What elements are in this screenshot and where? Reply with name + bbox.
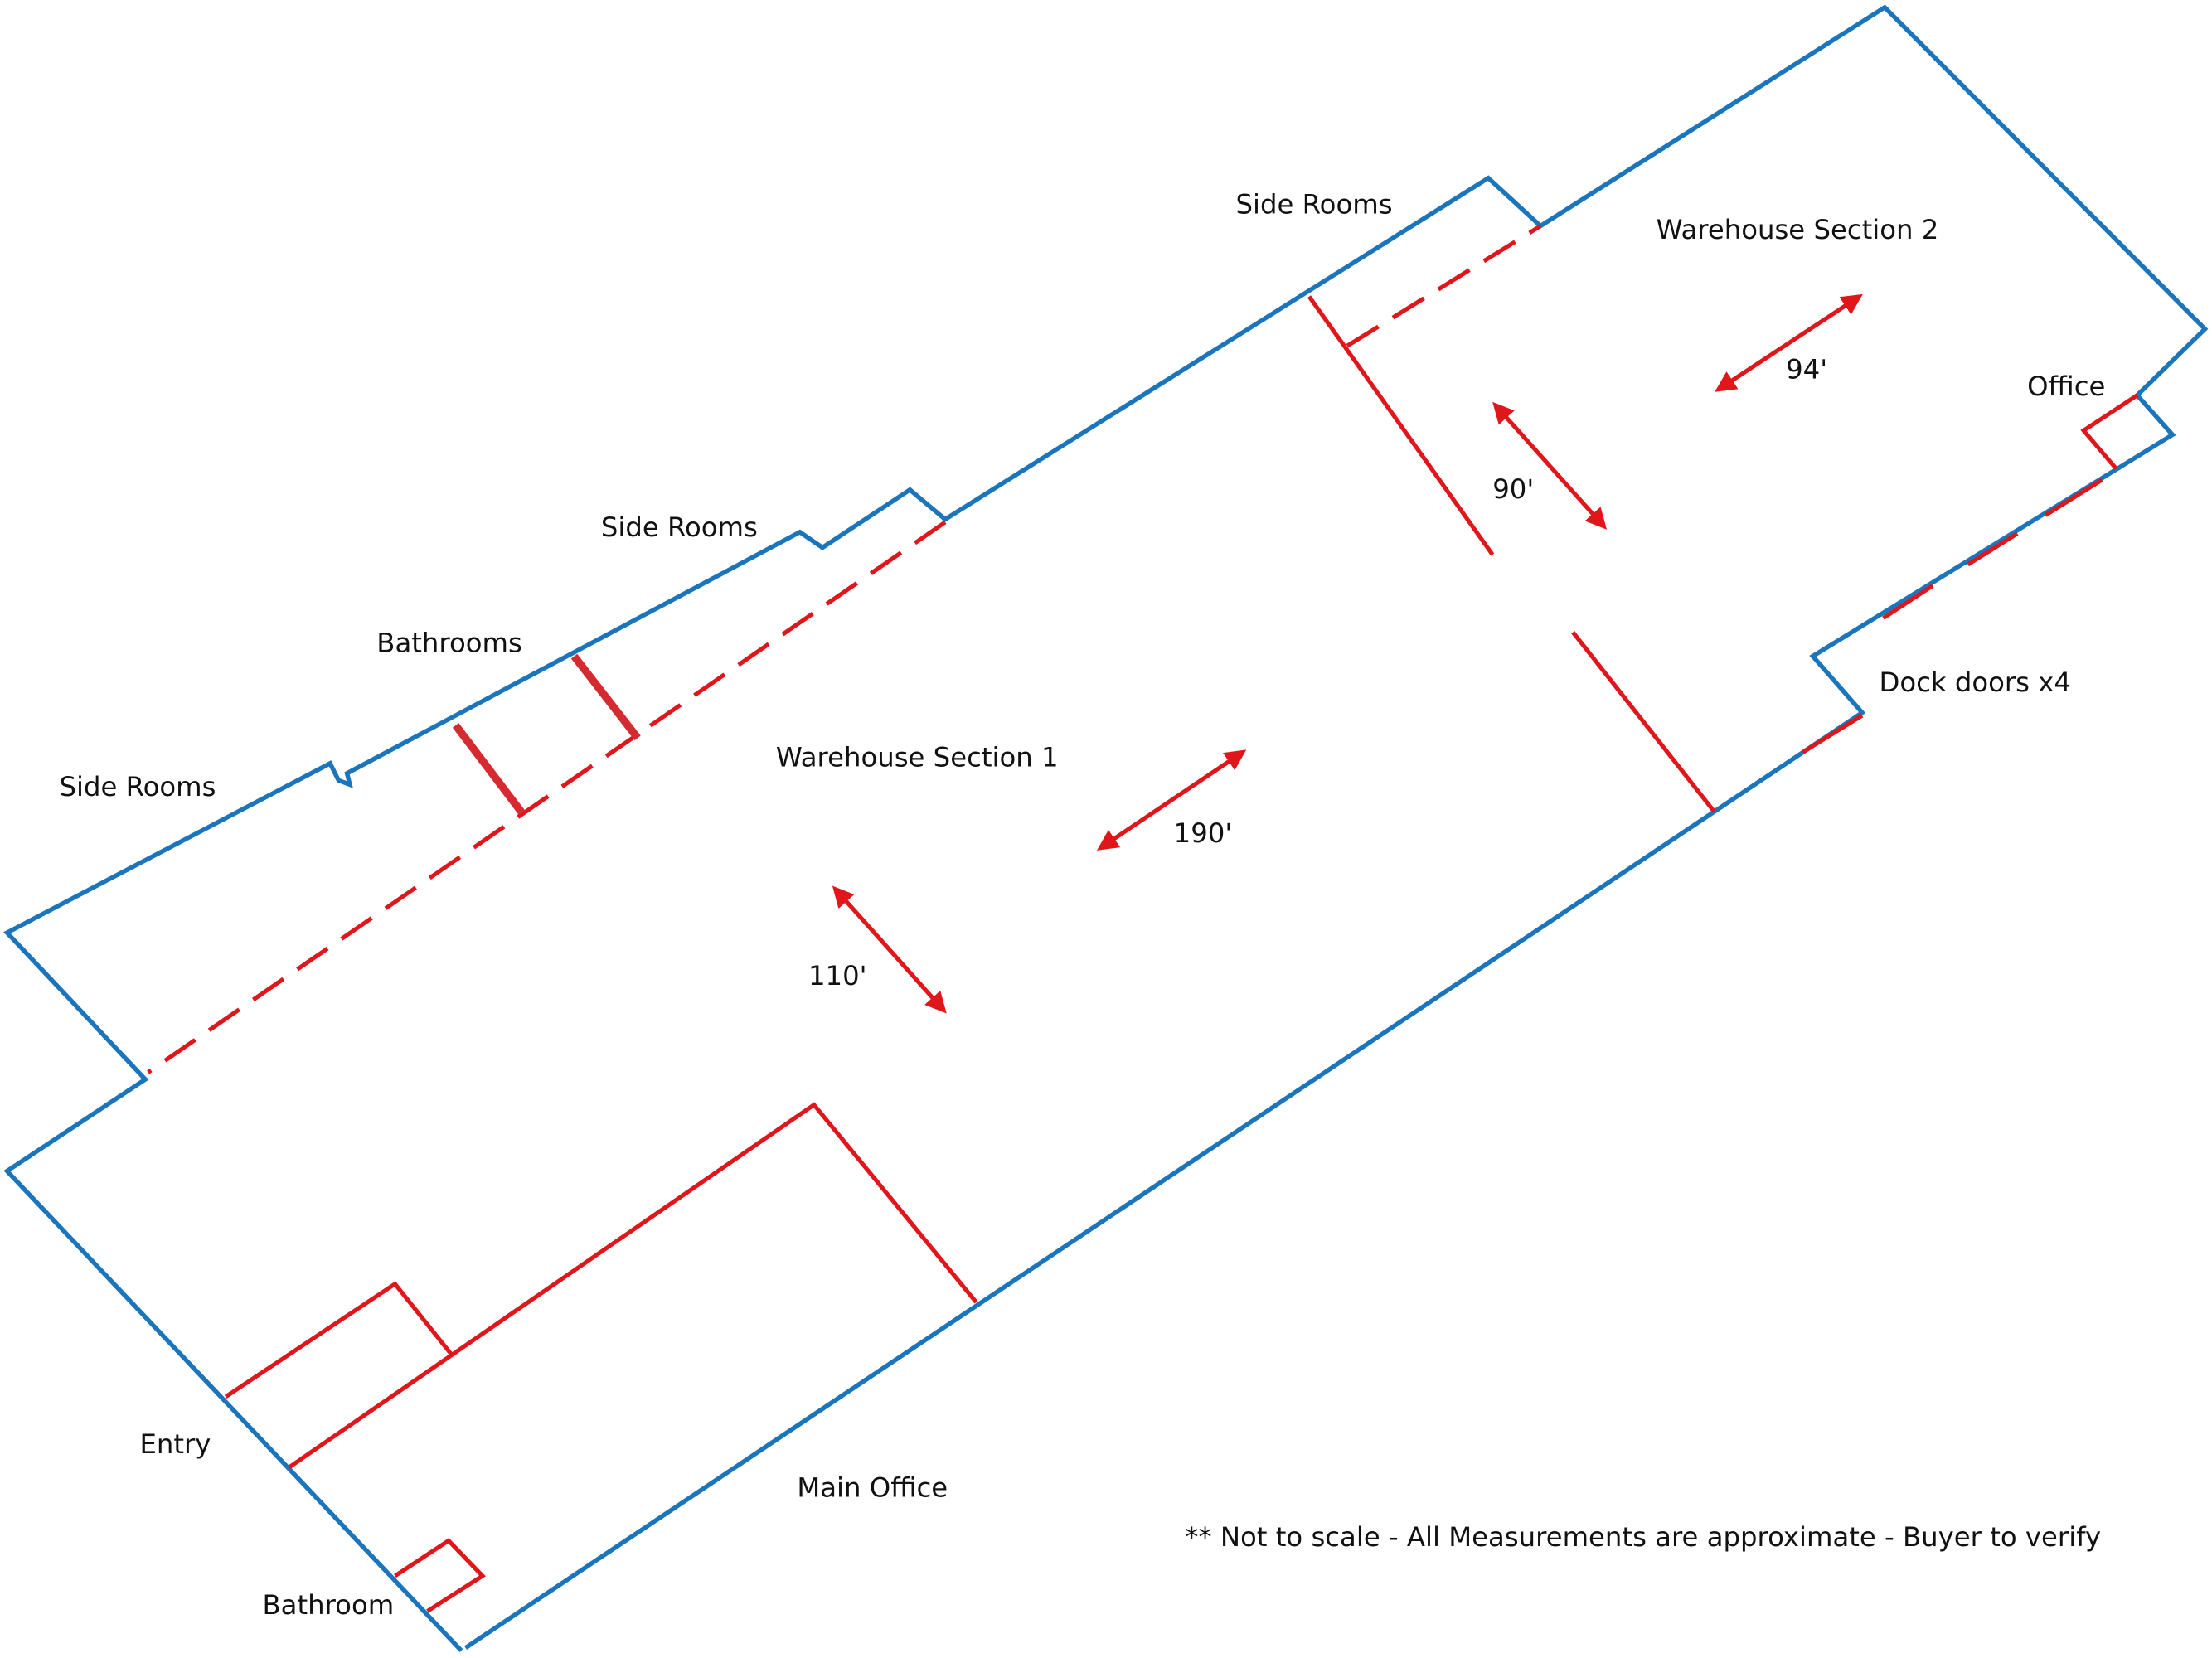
dock-door-3: [1882, 584, 1934, 620]
dock-door-1: [2044, 478, 2103, 517]
side-rooms-dashed-wall: [147, 520, 947, 1074]
label-entry: Entry: [139, 1428, 211, 1460]
disclaimer-note: ** Not to scale - All Measurements are a…: [1185, 1521, 2101, 1553]
section-divider-upper: [1307, 295, 1495, 556]
label-side-rooms-left: Side Rooms: [59, 771, 216, 802]
label-main-office: Main Office: [797, 1472, 948, 1504]
dimension-arrow-190: [1096, 749, 1247, 851]
dimension-110: 110': [808, 960, 867, 991]
label-side-rooms-top: Side Rooms: [1236, 188, 1393, 220]
bathroom-walls: [394, 1538, 486, 1613]
dimension-94: 94': [1786, 353, 1827, 385]
dimension-arrow-94: [1715, 293, 1863, 392]
section-divider-lower: [1571, 631, 1716, 813]
dock-door-4: [1802, 713, 1864, 754]
label-dock-doors: Dock doors x4: [1879, 667, 2071, 698]
label-warehouse-section-2: Warehouse Section 2: [1657, 214, 1939, 245]
label-warehouse-section-1: Warehouse Section 1: [776, 741, 1059, 773]
bathroom-wall-1: [570, 653, 641, 741]
label-bathrooms: Bathrooms: [376, 627, 522, 658]
dimension-190: 190': [1174, 817, 1233, 849]
dock-door-2: [1967, 531, 2019, 567]
label-side-rooms-middle: Side Rooms: [601, 511, 758, 543]
dimension-90: 90': [1492, 473, 1534, 505]
dimension-arrow-90: [1492, 401, 1608, 530]
office-walls: [2080, 393, 2139, 470]
dimension-arrow-110: [832, 885, 947, 1014]
entry-walls: [224, 1281, 454, 1399]
bathroom-wall-2: [452, 723, 526, 816]
label-office: Office: [2027, 371, 2105, 402]
exterior-walls: [3, 4, 2209, 1653]
main-office-walls: [288, 1102, 978, 1470]
label-bathroom: Bathroom: [262, 1589, 394, 1621]
side-rooms-top-dashed-wall: [1346, 224, 1542, 348]
